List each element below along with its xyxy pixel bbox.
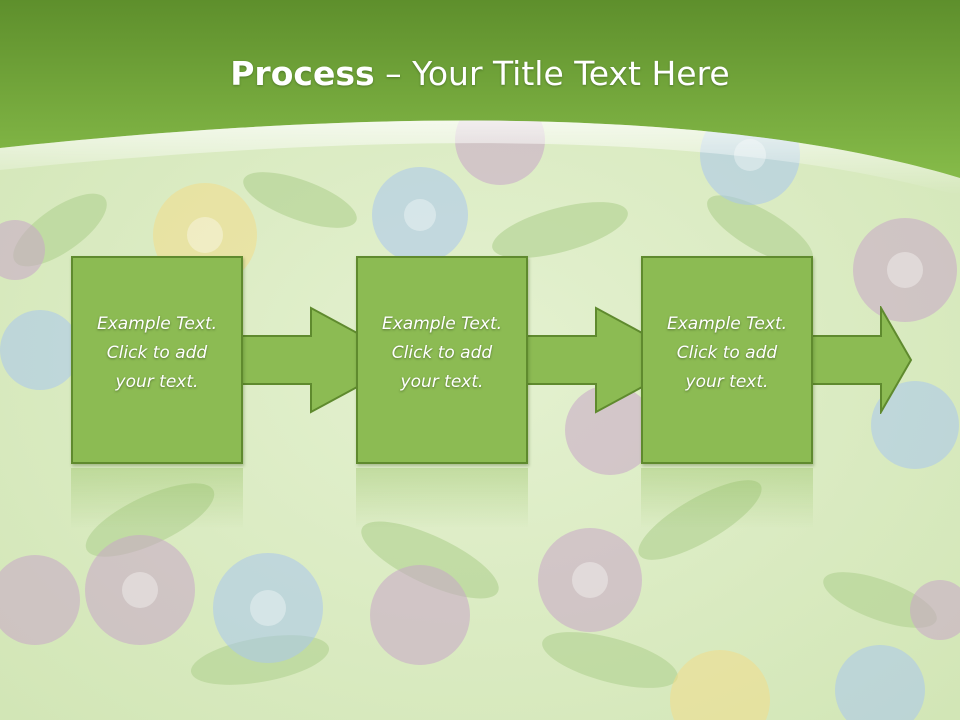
process-step-2: Example Text. Click to add your text. [356,256,700,528]
step-text[interactable]: Example Text. Click to add your text. [641,310,813,397]
step-reflection [71,468,243,528]
step-text-line: Example Text. [96,314,218,334]
step-text-line: your text. [685,372,769,392]
step-text[interactable]: Example Text. Click to add your text. [71,310,243,397]
header-band [0,0,960,196]
step-reflection [356,468,528,528]
step-reflection [641,468,813,528]
step-text-line: Example Text. [666,314,788,334]
title-text-part: – Your Title Text Here [374,54,730,93]
step-text-line: Example Text. [381,314,503,334]
step-text-line: Click to add [106,343,208,363]
title-bold-part: Process [230,54,375,93]
step-box[interactable] [641,256,813,464]
step-text-line: your text. [115,372,199,392]
step-text[interactable]: Example Text. Click to add your text. [356,310,528,397]
step-text-line: your text. [400,372,484,392]
step-text-line: Click to add [676,343,778,363]
slide-title[interactable]: Process – Your Title Text Here [0,52,960,96]
process-step-3: Example Text. Click to add your text. [641,256,960,528]
step-box[interactable] [71,256,243,464]
process-step-1: Example Text. Click to add your text. [71,256,415,528]
right-arrow-icon [811,306,913,414]
step-text-line: Click to add [391,343,493,363]
step-box[interactable] [356,256,528,464]
